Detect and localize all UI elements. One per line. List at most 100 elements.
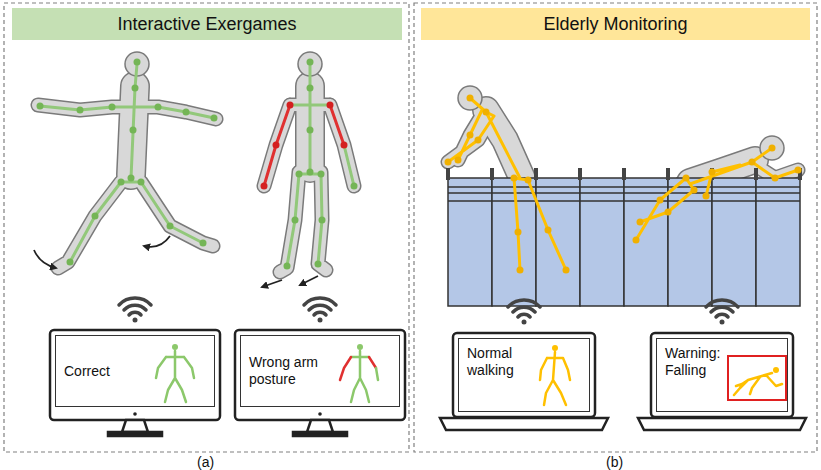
runner-joints-part xyxy=(77,107,84,114)
bending-joints-part xyxy=(563,267,570,274)
folding-screen-part xyxy=(712,178,756,306)
screen-text: Correct xyxy=(64,363,140,380)
folding-screen-part xyxy=(756,178,800,306)
laptop-part xyxy=(453,333,595,417)
runner-joints-part xyxy=(155,104,162,111)
laptop-screen: Normal walking xyxy=(458,338,590,412)
screen-skeleton-part xyxy=(773,367,779,373)
wrong-joints-part xyxy=(273,142,280,149)
bending-joints-part xyxy=(545,227,552,234)
standing-skeleton xyxy=(264,64,354,266)
runner-joints-part xyxy=(132,85,139,92)
monitor-part xyxy=(50,330,220,420)
wifi-icon-part xyxy=(508,300,540,317)
bending-joints-part xyxy=(467,95,474,102)
screen-posts-part xyxy=(446,168,450,180)
wifi-icon-part xyxy=(133,318,138,323)
wifi-icon-part xyxy=(119,298,151,315)
runner-joints-part xyxy=(67,259,74,266)
runner-joints-part xyxy=(92,213,99,220)
fallen-joints-part xyxy=(637,219,644,226)
screen-posts-part xyxy=(490,168,494,180)
runner-joints-part xyxy=(109,104,116,111)
monitor-part xyxy=(307,420,333,432)
screen-skeleton xyxy=(734,367,782,395)
standing-joints-part xyxy=(318,171,325,178)
monitor-part xyxy=(235,330,405,420)
wrong-joints xyxy=(261,102,348,190)
screen-posts-part xyxy=(578,168,582,180)
bending-joints-part xyxy=(511,175,518,182)
fallen-joints-part xyxy=(683,175,690,182)
screen-text: Wrong arm posture xyxy=(249,354,325,388)
screen-skeleton xyxy=(540,345,570,405)
standing-joints-part xyxy=(307,169,314,176)
screen-posts-part xyxy=(754,168,758,180)
screen-skeleton-part xyxy=(376,368,378,380)
runner-joints-part xyxy=(128,175,135,182)
fallen-joints-part xyxy=(772,175,779,182)
wifi-icon xyxy=(508,300,540,324)
panel-label: (b) xyxy=(606,454,623,470)
panel-title: Interactive Exergames xyxy=(117,14,296,35)
bending-joints-part xyxy=(467,132,474,139)
fallen-joints-part xyxy=(769,145,776,152)
screen-posts-part xyxy=(534,168,538,180)
fallen-joints-part xyxy=(749,159,756,166)
bending-joints xyxy=(445,95,570,274)
bending-joints-part xyxy=(445,159,452,166)
screen-skeleton-part xyxy=(172,344,178,350)
wrong-joints-part xyxy=(327,102,334,109)
runner-joints-part xyxy=(130,127,137,134)
runner-figure-part xyxy=(38,105,216,268)
fallen-joints-part xyxy=(665,209,672,216)
bending-joints-part xyxy=(483,109,490,116)
standing-joints-part xyxy=(315,261,322,268)
folding-screen-part xyxy=(624,178,668,306)
monitor-part xyxy=(122,420,148,432)
wifi-icon-part xyxy=(706,300,738,317)
motion-arrow xyxy=(262,276,318,287)
bending-skeleton xyxy=(448,98,566,270)
screen-skeleton xyxy=(340,344,378,402)
title-band: Interactive Exergames xyxy=(12,8,402,40)
folding-screen xyxy=(448,178,800,306)
standing-joints-part xyxy=(284,263,291,270)
motion-arrow xyxy=(34,236,170,268)
panel-frame xyxy=(414,3,817,452)
screen-posts-part xyxy=(622,168,626,180)
laptop xyxy=(638,333,806,430)
standing-joints-part xyxy=(296,171,303,178)
monitor-screen: Wrong arm posture xyxy=(240,335,400,407)
wrong-joints-part xyxy=(261,183,268,190)
panel-title: Elderly Monitoring xyxy=(543,14,687,35)
motion-arrow-part xyxy=(262,280,282,287)
motion-arrow-part xyxy=(34,250,56,268)
monitor xyxy=(235,330,405,436)
alarm-box-part xyxy=(728,356,786,400)
wifi-icon-part xyxy=(522,320,527,325)
fallen-joints-part xyxy=(709,169,716,176)
runner-joints-part xyxy=(138,179,145,186)
monitor-part xyxy=(293,432,347,436)
standing-joints-part xyxy=(307,127,314,134)
wifi-icon xyxy=(706,300,738,324)
monitor-part xyxy=(318,412,322,416)
standing-skeleton-part xyxy=(264,105,344,186)
runner-joints-part xyxy=(134,59,141,66)
laptop-part xyxy=(651,333,793,417)
monitor-part xyxy=(108,432,162,436)
runner-joints-part xyxy=(211,115,218,122)
laptop-part xyxy=(638,418,806,430)
bending-joints-part xyxy=(515,229,522,236)
standing-joints xyxy=(284,59,358,270)
bending-joints-part xyxy=(455,157,462,164)
laptop xyxy=(440,333,608,430)
fallen-skeleton-part xyxy=(636,148,798,240)
standing-joints-part xyxy=(319,217,326,224)
standing-joints-part xyxy=(292,217,299,224)
standing-figure-part xyxy=(264,105,354,272)
runner-joints-part xyxy=(118,179,125,186)
